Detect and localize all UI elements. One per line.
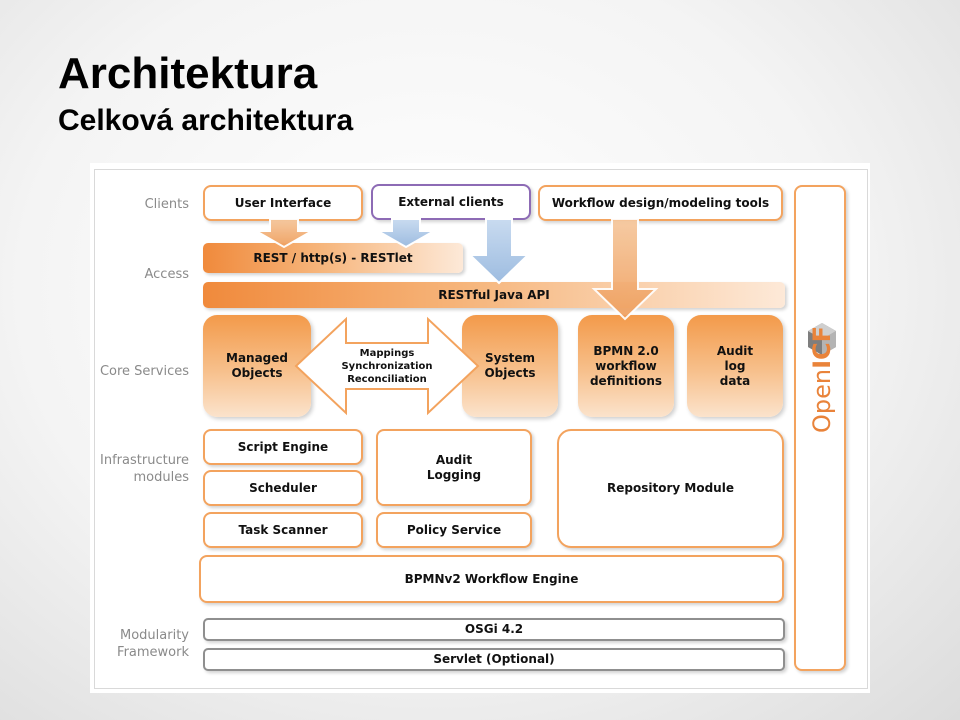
architecture-diagram: Clients Access Core Services Infrastruct… bbox=[90, 163, 870, 693]
row-label-clients: Clients bbox=[144, 197, 189, 212]
audit-log-data-box: Audit log data bbox=[687, 315, 783, 417]
managed-objects-box: Managed Objects bbox=[203, 315, 311, 417]
policy-service-box: Policy Service bbox=[376, 512, 532, 548]
slide-subtitle: Celková architektura bbox=[58, 104, 354, 137]
scheduler-box: Scheduler bbox=[203, 470, 363, 506]
osgi-bar: OSGi 4.2 bbox=[203, 618, 785, 641]
workflow-tools-box: Workflow design/modeling tools bbox=[538, 185, 783, 221]
bpmn-workflow-engine-box: BPMNv2 Workflow Engine bbox=[199, 555, 784, 603]
row-label-infrastructure: Infrastructure modules bbox=[100, 453, 189, 485]
external-clients-box: External clients bbox=[371, 184, 531, 220]
slide-title: Architektura bbox=[58, 49, 318, 98]
diagram-arrows bbox=[252, 218, 836, 416]
bpmn-definitions-box: BPMN 2.0 workflow definitions bbox=[578, 315, 674, 417]
task-scanner-box: Task Scanner bbox=[203, 512, 363, 548]
rest-bar: REST / http(s) - RESTlet bbox=[203, 243, 463, 273]
openicf-logo-text: OpenICF bbox=[808, 326, 836, 433]
row-label-access: Access bbox=[144, 267, 189, 282]
repository-module-box: Repository Module bbox=[557, 429, 784, 548]
ui-to-rest-arrow bbox=[252, 218, 316, 249]
audit-logging-box: Audit Logging bbox=[376, 429, 532, 506]
script-engine-box: Script Engine bbox=[203, 429, 363, 465]
external-to-rest-arrow bbox=[374, 218, 438, 249]
workflow-to-bpmn-arrow bbox=[591, 218, 659, 321]
restful-java-api-bar: RESTful Java API bbox=[203, 282, 785, 308]
external-to-java-api-arrow bbox=[467, 218, 531, 285]
row-label-core-services: Core Services bbox=[99, 364, 189, 379]
mappings-arrow-label: Mappings Synchronization Reconciliation bbox=[341, 347, 433, 385]
servlet-bar: Servlet (Optional) bbox=[203, 648, 785, 671]
user-interface-box: User Interface bbox=[203, 185, 363, 221]
openicf-logo-open: Open bbox=[808, 368, 836, 433]
openicf-cube-icon bbox=[808, 323, 836, 355]
diagram-frame bbox=[94, 169, 868, 689]
openicf-logo-icf: ICF bbox=[808, 325, 836, 369]
mappings-double-arrow bbox=[294, 316, 480, 416]
row-label-modularity: Modularity Framework bbox=[117, 628, 189, 660]
openicf-column bbox=[794, 185, 846, 671]
